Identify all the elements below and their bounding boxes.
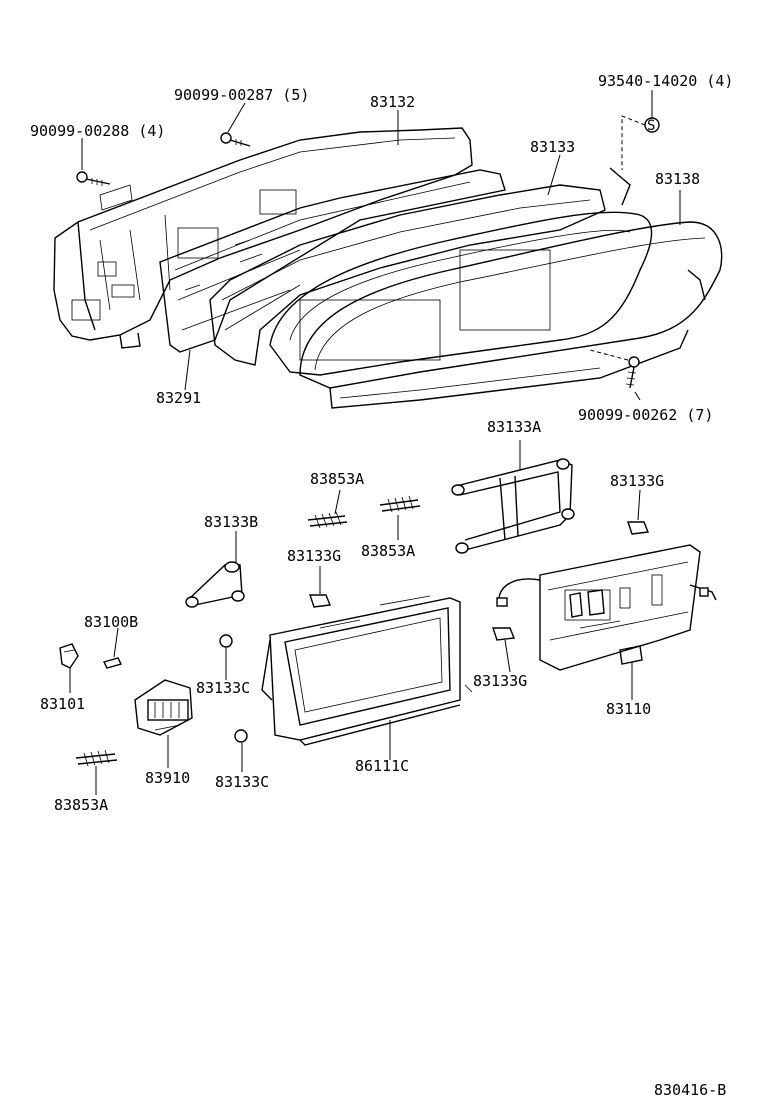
label-90099-00262: 90099-00262 (7)	[578, 406, 713, 424]
label-93540-14020: 93540-14020 (4)	[598, 72, 733, 90]
label-90099-00288: 90099-00288 (4)	[30, 122, 165, 140]
label-86111C: 86111C	[355, 757, 409, 775]
label-83133A: 83133A	[487, 418, 541, 436]
spring-clip-83853A-bottom	[75, 749, 118, 795]
bulb-83100B	[102, 627, 123, 669]
label-83133: 83133	[530, 138, 575, 156]
connector-83910	[134, 679, 193, 768]
label-83133C-left: 83133C	[196, 679, 250, 697]
lcd-panel-86111C	[261, 595, 473, 746]
bracket-83133A	[451, 458, 575, 554]
label-83910: 83910	[145, 769, 190, 787]
face-plate-83133	[269, 167, 653, 376]
front-glass-83138	[299, 221, 723, 409]
screw-90099-00287	[220, 132, 251, 147]
label-83100B: 83100B	[84, 613, 138, 631]
screw-90099-00288	[76, 171, 111, 186]
label-83133C-bottom: 83133C	[215, 773, 269, 791]
clip-83133G-right	[627, 489, 649, 535]
circuit-plate-83291	[159, 169, 506, 353]
label-90099-00287: 90099-00287 (5)	[174, 86, 309, 104]
bulb-83133C-left	[219, 634, 233, 680]
bracket-83133B	[185, 561, 245, 608]
label-83133G-lower: 83133G	[473, 672, 527, 690]
screw-marker-93540-14020: S	[644, 117, 660, 134]
label-83133G-mid: 83133G	[287, 547, 341, 565]
screw-marker-letter: S	[647, 118, 655, 134]
label-83138: 83138	[655, 170, 700, 188]
label-83853A-top: 83853A	[310, 470, 364, 488]
label-83291: 83291	[156, 389, 201, 407]
label-83101: 83101	[40, 695, 85, 713]
label-83110: 83110	[606, 700, 651, 718]
meter-cover-83132	[209, 184, 606, 366]
socket-83101	[59, 643, 79, 693]
label-83133G-right: 83133G	[610, 472, 664, 490]
instrument-rear-case	[53, 127, 473, 349]
screw-90099-00262	[625, 356, 640, 389]
label-83132: 83132	[370, 93, 415, 111]
diagram-code: 830416-B	[654, 1081, 726, 1099]
label-83133B: 83133B	[204, 513, 258, 531]
clip-83133G-mid	[309, 566, 331, 608]
display-unit-83110	[496, 544, 717, 671]
label-83853A-mid: 83853A	[361, 542, 415, 560]
bulb-83133C-bottom	[234, 729, 248, 772]
clip-83133G-lower	[492, 627, 515, 673]
spring-clip-83853A-mid	[379, 495, 421, 513]
label-83853A-bottom: 83853A	[54, 796, 108, 814]
spring-clip-83853A-top	[307, 511, 348, 529]
